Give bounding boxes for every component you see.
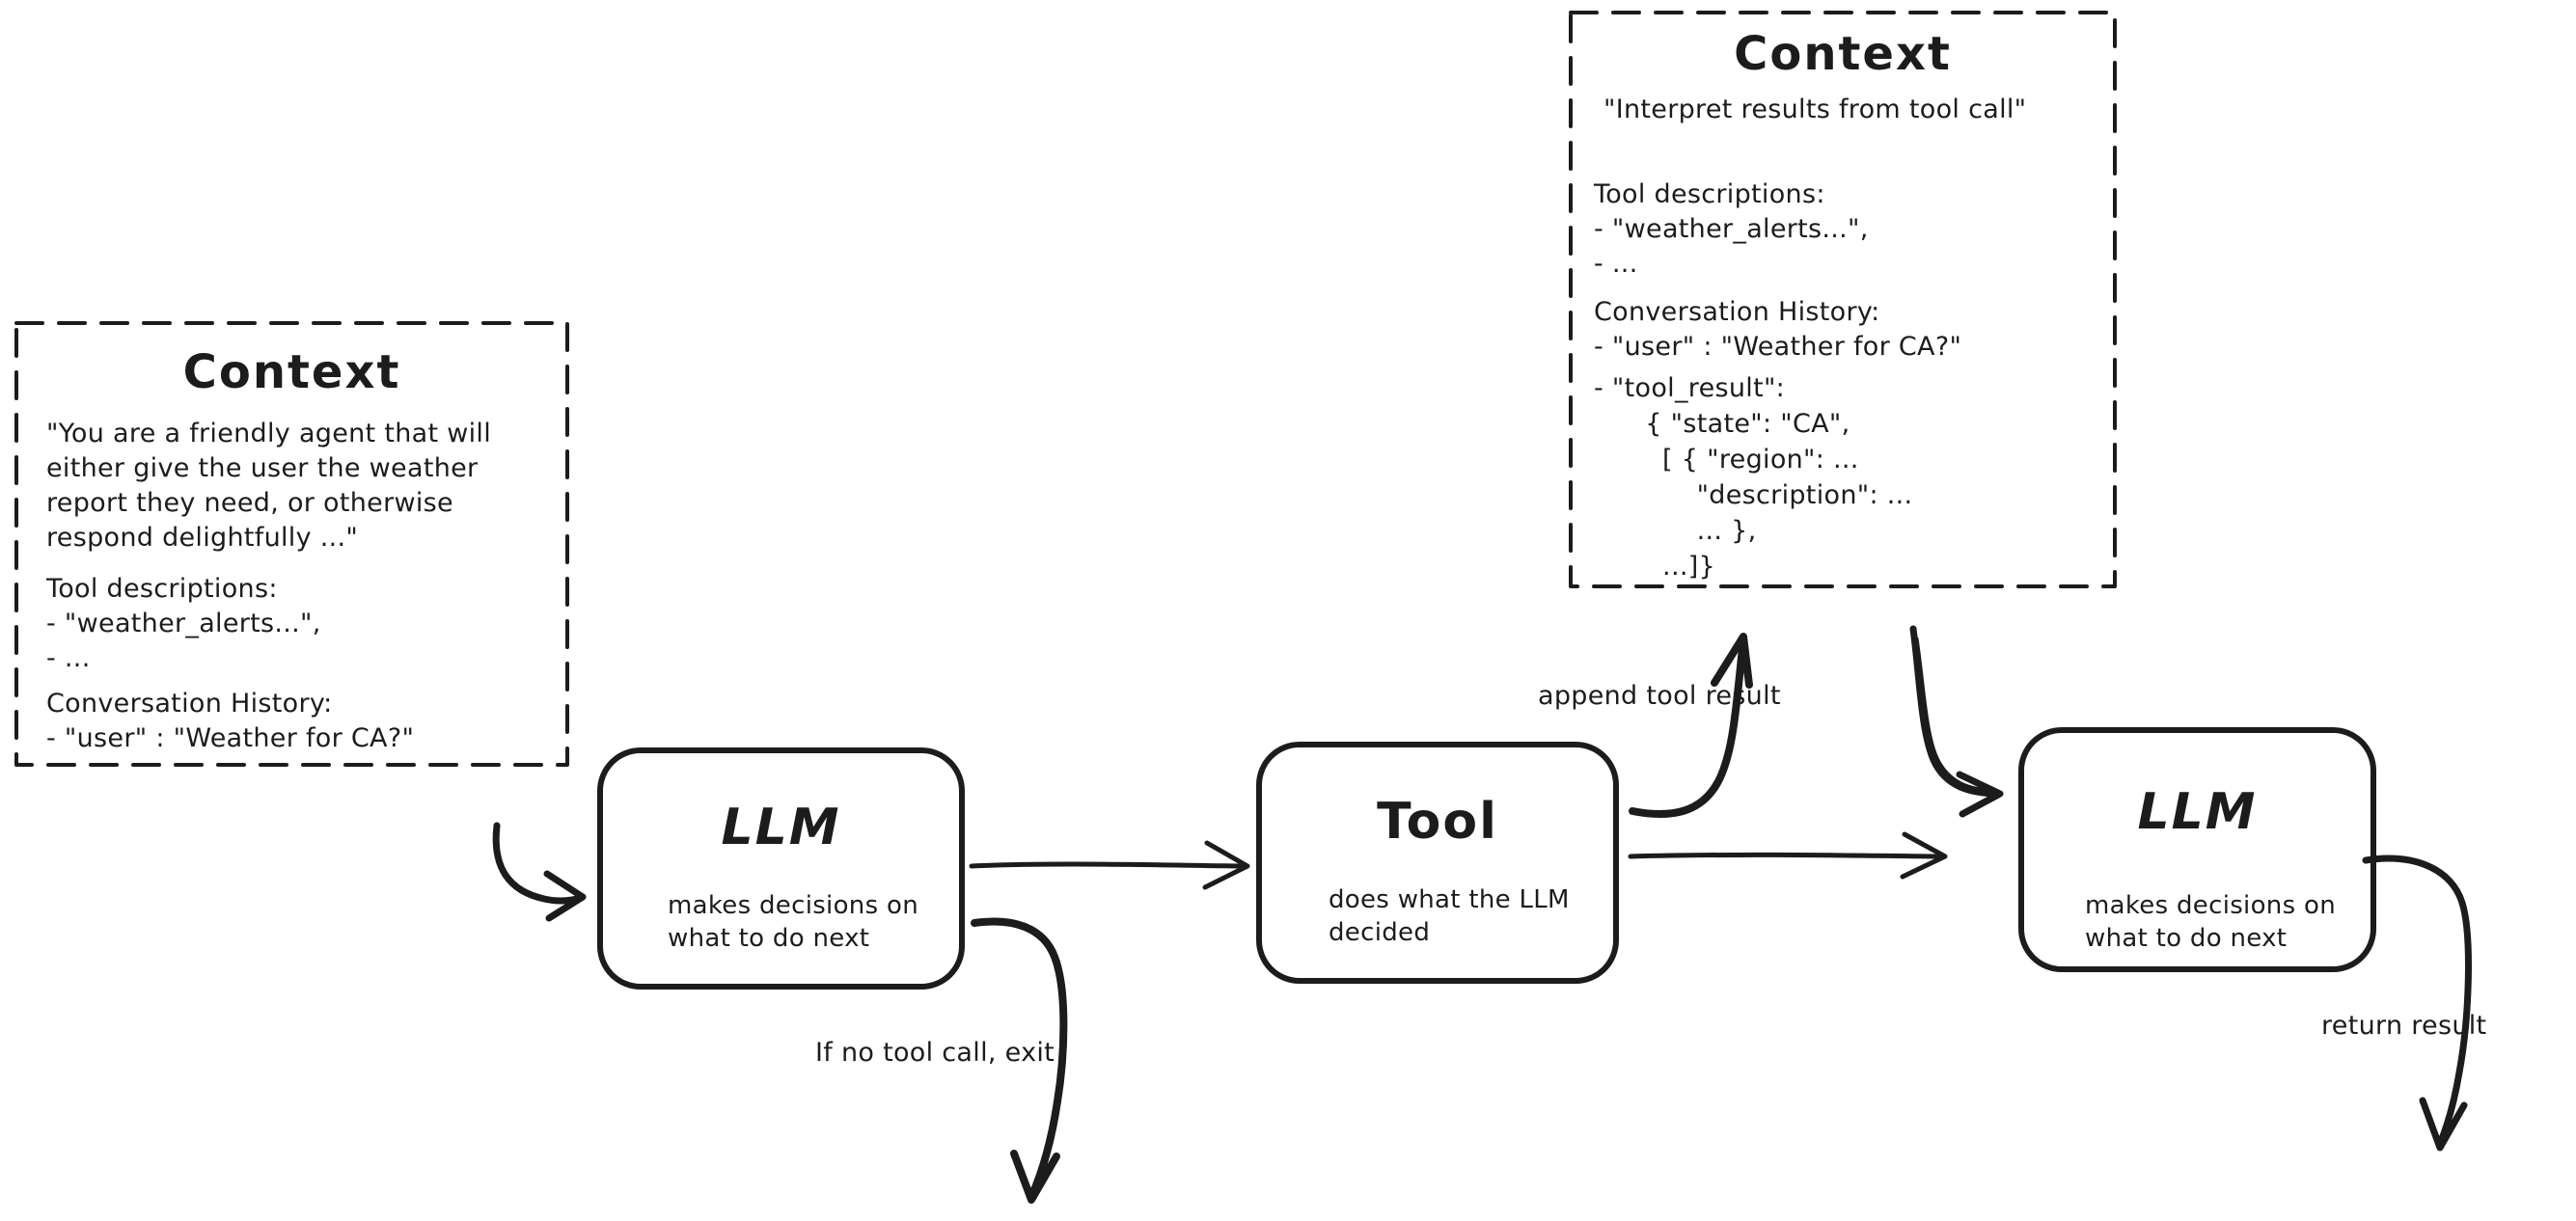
no-tool-call-exit-label: If no tool call, exit — [815, 1038, 1055, 1068]
arrow-tool-to-context-icon — [1629, 633, 1753, 819]
arrow-context-to-second-llm-icon — [1909, 625, 2004, 818]
llm-first-node-box — [597, 747, 965, 990]
tool-node-title: Tool — [1377, 793, 1498, 851]
arrow-context-to-first-llm-icon — [492, 822, 587, 922]
context-top-box — [1569, 11, 2117, 588]
arrow-tool-to-second-llm-icon — [1628, 831, 1948, 880]
context-left-title: Context — [182, 345, 401, 399]
context-top-title: Context — [1734, 27, 1952, 81]
context-left-box — [14, 321, 569, 767]
arrow-first-llm-to-tool-icon — [969, 840, 1250, 890]
llm-second-node-title: LLM — [2137, 783, 2258, 841]
arrow-exit-icon — [971, 917, 1068, 1204]
arrow-return-result-icon — [2362, 855, 2472, 1152]
context-left-conversation-history: Conversation History: - "user" : "Weathe… — [46, 689, 415, 753]
context-left-system-prompt: "You are a friendly agent that will eith… — [46, 419, 492, 553]
return-result-label: return result — [2321, 1011, 2487, 1041]
tool-node-box — [1256, 742, 1619, 984]
llm-first-node-title: LLM — [721, 799, 841, 856]
context-top-instruction: "Interpret results from tool call" — [1603, 95, 2027, 124]
context-top-conversation-history: Conversation History: - "user" : "Weathe… — [1594, 297, 1962, 362]
context-left-tool-descriptions: Tool descriptions: - "weather_alerts..."… — [46, 574, 321, 673]
tool-node-subtitle: does what the LLM decided — [1329, 885, 1570, 947]
llm-second-node-box — [2018, 727, 2376, 972]
context-top-tool-result: - "tool_result": { "state": "CA", [ { "r… — [1594, 373, 1913, 582]
llm-second-node-subtitle: makes decisions on what to do next — [2085, 891, 2336, 953]
context-top-tool-descriptions: Tool descriptions: - "weather_alerts..."… — [1594, 179, 1869, 279]
append-tool-result-label: append tool result — [1538, 681, 1781, 711]
arrow-context-to-second-llm-doubleline — [1915, 637, 1989, 792]
llm-first-node-subtitle: makes decisions on what to do next — [668, 891, 918, 953]
